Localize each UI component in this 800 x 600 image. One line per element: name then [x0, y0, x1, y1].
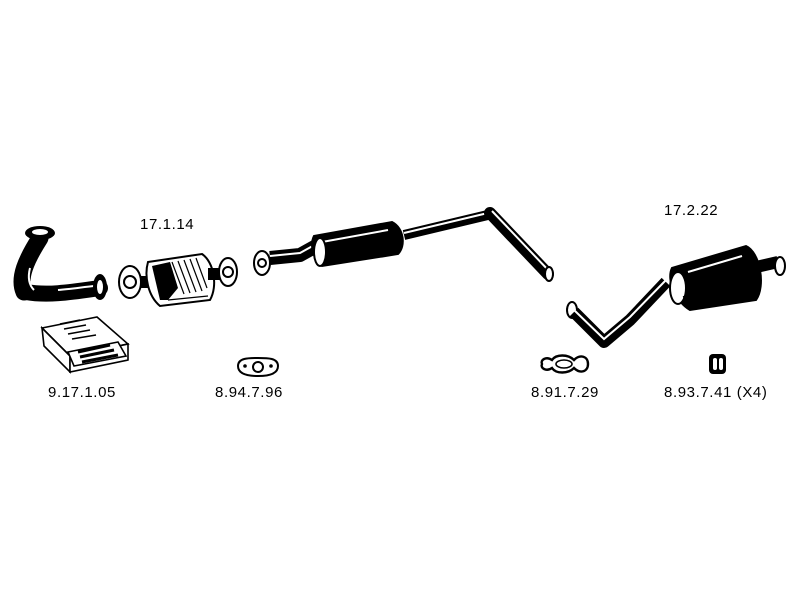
- front-pipe-icon: [13, 226, 108, 302]
- part-label-rubber-mount: 8.93.7.41 (X4): [664, 384, 768, 401]
- mounting-kit-box-icon: [40, 316, 130, 374]
- part-label-mounting-kit: 9.17.1.05: [48, 384, 116, 401]
- part-label-rear-silencer: 17.2.22: [664, 202, 719, 219]
- part-label-catalytic-converter: 17.1.14: [140, 216, 195, 233]
- part-label-clamp: 8.91.7.29: [531, 384, 599, 401]
- rear-silencer-icon: [566, 244, 786, 348]
- middle-silencer-icon: [253, 207, 554, 282]
- rubber-mount-icon: [709, 354, 726, 374]
- catalytic-converter-icon: [118, 252, 238, 308]
- flange-gasket-icon: [236, 356, 280, 378]
- part-label-gasket: 8.94.7.96: [215, 384, 283, 401]
- pipe-clamp-icon: [540, 354, 590, 374]
